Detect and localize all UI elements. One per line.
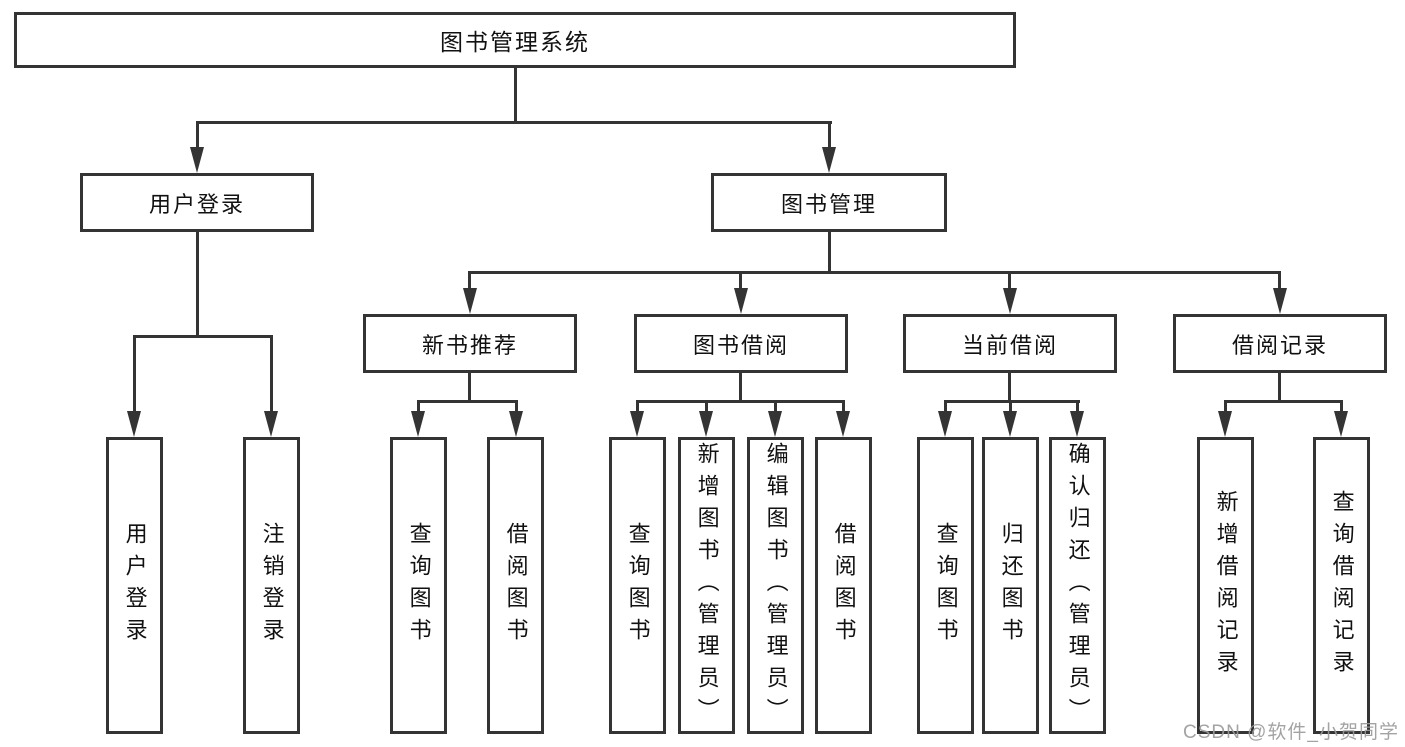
arrowhead-down-icon — [411, 411, 425, 437]
watermark: CSDN @软件_小贺同学 — [1183, 722, 1399, 743]
leaf-label: 查询借阅记录 — [1329, 489, 1355, 682]
node-user-login: 用户登录 — [80, 173, 314, 232]
connector-drop — [417, 400, 420, 416]
arrowhead-down-icon — [1003, 288, 1017, 314]
arrowhead-down-icon — [768, 411, 782, 437]
connector-drop — [1224, 400, 1227, 416]
leaf-label: 借阅图书 — [503, 521, 529, 650]
arrowhead-down-icon — [463, 288, 477, 314]
arrowhead-down-icon — [630, 411, 644, 437]
connector-drop — [705, 400, 708, 416]
arrowhead-down-icon — [190, 147, 204, 173]
leaf-label: 新增图书（管理员） — [694, 441, 720, 730]
leaf-label: 新增借阅记录 — [1213, 489, 1239, 682]
leaf-return-books: 归还图书 — [982, 437, 1039, 734]
node-library-system: 图书管理系统 — [14, 12, 1016, 68]
arrowhead-down-icon — [836, 411, 850, 437]
leaf-user-login: 用户登录 — [106, 437, 163, 734]
connector-drop-login-leaf — [133, 335, 136, 413]
leaf-label: 编辑图书（管理员） — [763, 441, 789, 730]
arrowhead-down-icon — [1003, 411, 1017, 437]
leaf-label: 归还图书 — [998, 521, 1024, 650]
arrowhead-down-icon — [699, 411, 713, 437]
leaf-borrow-books: 借阅图书 — [487, 437, 544, 734]
connector-borrowrecords-stem — [1278, 373, 1281, 403]
connector-newbooks-stem — [468, 373, 471, 403]
leaf-borrow-books: 借阅图书 — [815, 437, 872, 734]
connector-bookborrow-hline — [636, 400, 845, 403]
leaf-query-books: 查询图书 — [609, 437, 666, 734]
leaf-logout: 注销登录 — [243, 437, 300, 734]
connector-drop — [515, 400, 518, 416]
connector-currentborrow-stem — [1008, 373, 1011, 403]
leaf-confirm-return-admin: 确认归还（管理员） — [1049, 437, 1106, 734]
node-label: 用户登录 — [148, 191, 245, 217]
leaf-query-books: 查询图书 — [917, 437, 974, 734]
connector-drop-current-borrow — [1008, 271, 1011, 293]
node-book-management: 图书管理 — [711, 173, 947, 232]
arrowhead-down-icon — [509, 411, 523, 437]
connector-drop — [1340, 400, 1343, 416]
node-label: 借阅记录 — [1231, 332, 1328, 358]
connector-bookborrow-stem — [739, 373, 742, 403]
arrowhead-down-icon — [1334, 411, 1348, 437]
connector-userlogin-stem — [196, 232, 199, 338]
connector-drop-borrow-records — [1278, 271, 1281, 293]
leaf-label: 查询图书 — [625, 521, 651, 650]
arrowhead-down-icon — [127, 411, 141, 437]
node-current-borrow: 当前借阅 — [903, 314, 1117, 373]
node-label: 当前借阅 — [961, 332, 1058, 358]
node-book-borrow: 图书借阅 — [634, 314, 848, 373]
node-label: 图书借阅 — [692, 332, 789, 358]
connector-currentborrow-hline — [944, 400, 1080, 403]
connector-drop — [1076, 400, 1079, 416]
node-borrow-records: 借阅记录 — [1173, 314, 1387, 373]
connector-bookmgmt-stem — [828, 232, 831, 274]
connector-root-stem — [514, 68, 517, 124]
connector-drop — [1009, 400, 1012, 416]
leaf-add-books-admin: 新增图书（管理员） — [678, 437, 735, 734]
connector-newbooks-hline — [417, 400, 518, 403]
arrowhead-down-icon — [1273, 288, 1287, 314]
connector-drop — [944, 400, 947, 416]
arrowhead-down-icon — [1218, 411, 1232, 437]
leaf-label: 查询图书 — [406, 521, 432, 650]
connector-drop-book-management — [828, 121, 831, 151]
arrowhead-down-icon — [734, 288, 748, 314]
node-new-book-recommend: 新书推荐 — [363, 314, 577, 373]
leaf-edit-books-admin: 编辑图书（管理员） — [747, 437, 804, 734]
arrowhead-down-icon — [822, 147, 836, 173]
connector-drop — [636, 400, 639, 416]
leaf-label: 注销登录 — [259, 521, 285, 650]
connector-drop — [774, 400, 777, 416]
connector-root-hline — [196, 121, 832, 124]
leaf-label: 借阅图书 — [831, 521, 857, 650]
node-label: 新书推荐 — [421, 332, 518, 358]
leaf-label: 查询图书 — [933, 521, 959, 650]
connector-drop-logout-leaf — [270, 335, 273, 413]
connector-drop-new-books — [468, 271, 471, 293]
connector-drop-user-login — [196, 121, 199, 151]
leaf-label: 确认归还（管理员） — [1065, 441, 1091, 730]
leaf-query-books: 查询图书 — [390, 437, 447, 734]
connector-userlogin-hline — [133, 335, 273, 338]
arrowhead-down-icon — [264, 411, 278, 437]
leaf-label: 用户登录 — [122, 521, 148, 650]
connector-drop — [842, 400, 845, 416]
node-label: 图书管理 — [780, 191, 877, 217]
connector-drop-book-borrow — [739, 271, 742, 293]
leaf-query-borrow-record: 查询借阅记录 — [1313, 437, 1370, 734]
arrowhead-down-icon — [938, 411, 952, 437]
node-label: 图书管理系统 — [440, 29, 590, 55]
connector-bookmgmt-hline — [468, 271, 1281, 274]
connector-borrowrecords-hline — [1224, 400, 1343, 403]
leaf-add-borrow-record: 新增借阅记录 — [1197, 437, 1254, 734]
arrowhead-down-icon — [1070, 411, 1084, 437]
